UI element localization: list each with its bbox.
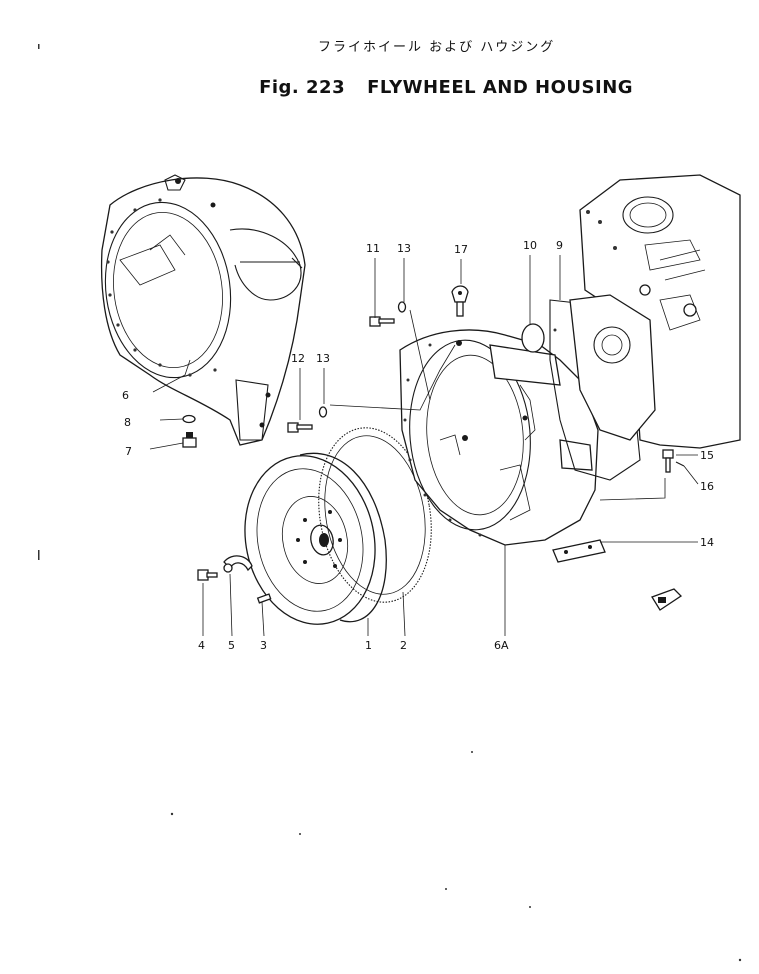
callout-5: 5: [228, 639, 235, 652]
oil-seal-part-10: [521, 323, 545, 353]
front-housing-bolt-holes: [403, 343, 482, 537]
washer-part-16: [675, 461, 685, 467]
scan-marks: [38, 44, 742, 962]
drain-plug-part-7: [182, 432, 197, 448]
callout-10: 10: [523, 239, 537, 252]
callout-11: 11: [366, 242, 380, 255]
flywheel: [244, 452, 387, 625]
callout-15: 15: [700, 449, 714, 462]
washer-part-13-lower: [318, 406, 328, 418]
washer-part-8: [182, 414, 196, 424]
figure-title: Fig. 223 FLYWHEEL AND HOUSING: [232, 56, 655, 119]
callout-numbers: 11 13 17 10 9 12 13 6 8 7 15 16 14 4 5 3…: [122, 239, 714, 652]
ring-gear: [318, 427, 432, 603]
callout-7: 7: [125, 445, 132, 458]
flywheel-housing-front: [399, 329, 599, 546]
callout-14: 14: [700, 536, 714, 549]
callout-3: 3: [260, 639, 267, 652]
title-japanese: フライホイール および ハウジング: [318, 40, 556, 55]
bolt-part-15: [662, 449, 674, 473]
callout-13-upper: 13: [397, 242, 411, 255]
callout-13-lower: 13: [316, 352, 330, 365]
bolt-part-4: [197, 569, 218, 581]
callout-4: 4: [198, 639, 205, 652]
lifting-eye-part-17: [451, 285, 469, 317]
bolt-part-11: [369, 316, 395, 327]
callout-12: 12: [291, 352, 305, 365]
lock-plate-part-5: [223, 555, 253, 573]
cover-plate-part-14: [552, 539, 606, 563]
flywheel-housing-rear: [100, 174, 306, 446]
callout-6: 6: [122, 389, 129, 402]
dowel-pin-part-3: [256, 593, 272, 604]
callout-8: 8: [124, 416, 131, 429]
callout-17: 17: [454, 243, 468, 256]
housing-bolt-holes: [106, 198, 217, 377]
callout-9: 9: [556, 239, 563, 252]
callout-16: 16: [700, 480, 714, 493]
leader-lines: [149, 255, 699, 637]
bolt-part-12: [287, 422, 313, 433]
front-direction-arrow-icon: [651, 588, 683, 611]
callout-1: 1: [365, 639, 372, 652]
figure-label: Fig. 223: [259, 77, 346, 98]
figure-title-text: FLYWHEEL AND HOUSING: [367, 77, 634, 98]
callout-6a: 6A: [494, 639, 509, 652]
callout-2: 2: [400, 639, 407, 652]
engine-block: [569, 174, 741, 449]
washer-part-13-upper: [397, 301, 407, 313]
